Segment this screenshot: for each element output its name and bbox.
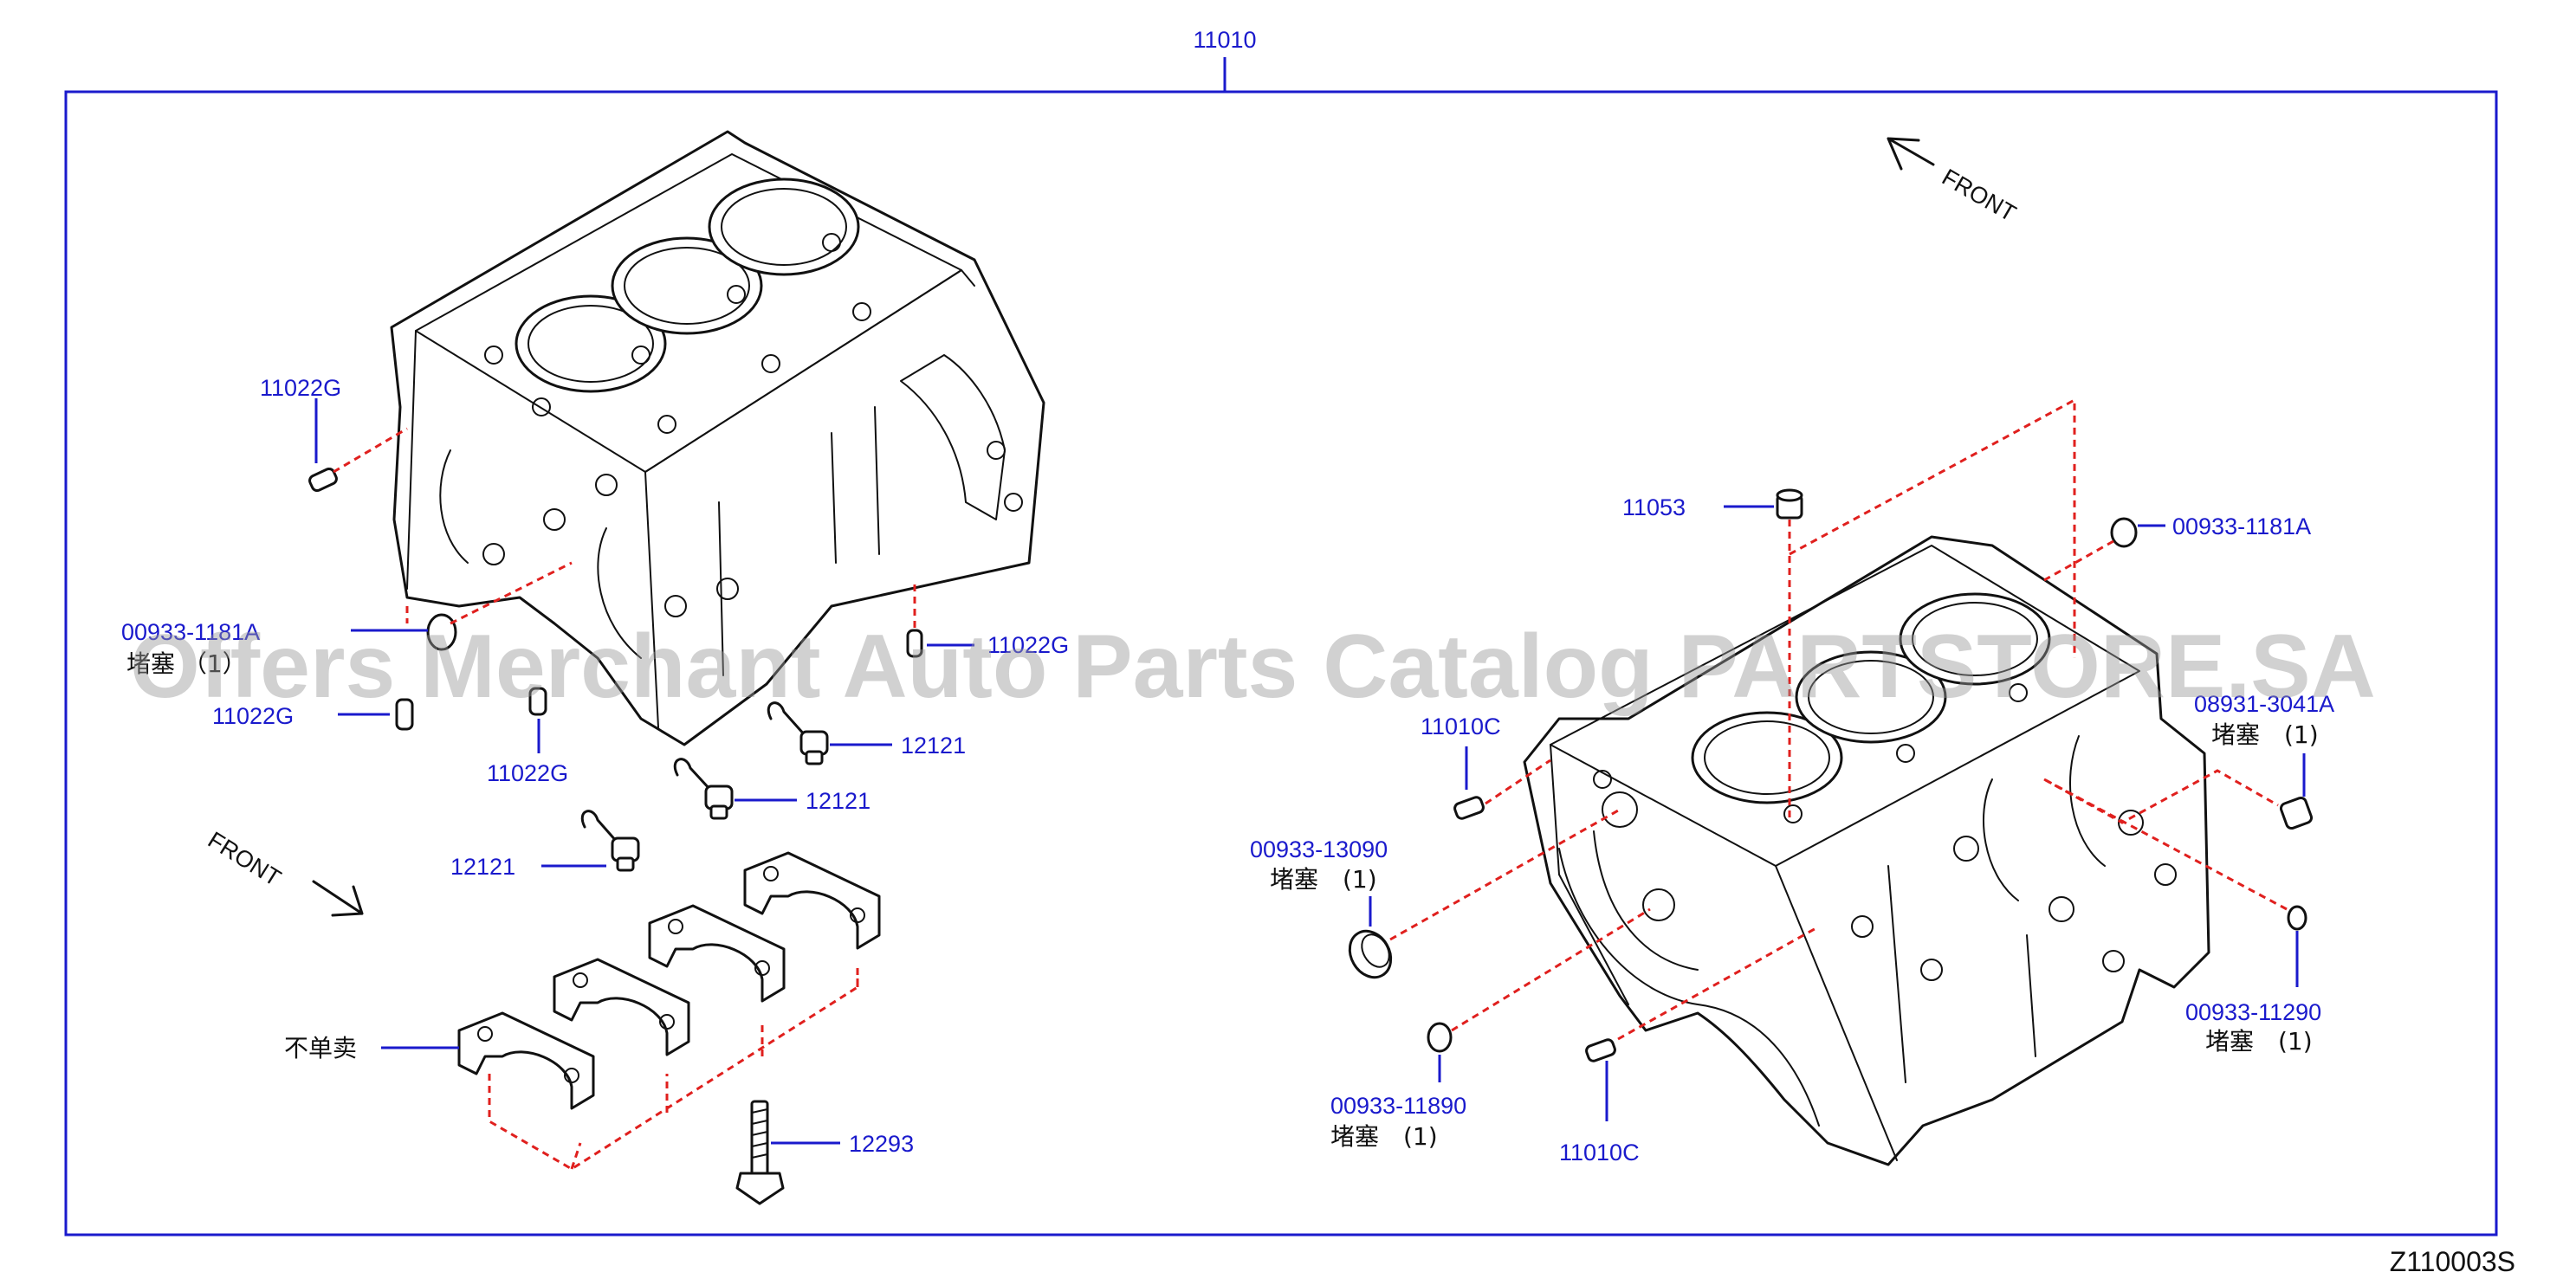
callout-11022g-d[interactable]: 11022G	[987, 632, 1069, 658]
plug-00933-1181a-left[interactable]	[426, 613, 457, 651]
leader-dash-caps	[488, 963, 859, 1171]
dowel-11010c-b[interactable]	[1585, 1038, 1616, 1062]
callout-00933-11890[interactable]: 00933-11890	[1330, 1093, 1466, 1119]
part-11053[interactable]	[1776, 488, 1803, 520]
dowel-pin-11022g-c[interactable]	[528, 687, 547, 716]
plug-00933-11290[interactable]	[2287, 905, 2307, 931]
watermark: Offers Merchant Auto Parts Catalog PARTS…	[130, 617, 2376, 717]
plug-00933-13090[interactable]	[1342, 924, 1399, 985]
front-arrow-left: FRONT	[204, 827, 364, 917]
plug-08931-3041a[interactable]	[2279, 796, 2314, 830]
callout-00933-11290[interactable]: 00933-11290	[2185, 999, 2321, 1025]
main-bearing-caps[interactable]	[457, 851, 881, 1110]
svg-text:FRONT: FRONT	[1938, 164, 2021, 226]
callout-11053[interactable]: 11053	[1622, 494, 1686, 520]
note-plug-left: 堵塞 （1）	[126, 649, 247, 678]
leader-dash-plug-right	[1789, 397, 2114, 658]
note-00933-11890: 堵塞 (1)	[1330, 1122, 1438, 1151]
leader-dash-11022g-a	[333, 427, 408, 474]
engine-block-left	[390, 130, 1045, 746]
callout-11010c-b[interactable]: 11010C	[1559, 1140, 1640, 1166]
dowel-pin-11022g-a[interactable]	[308, 467, 339, 493]
callout-00933-13090[interactable]: 00933-13090	[1250, 836, 1388, 862]
leader-dash-00933-13090	[1389, 808, 1621, 941]
callout-11022g-a[interactable]: 11022G	[260, 375, 341, 401]
note-not-sold-separately: 不单卖	[284, 1034, 357, 1062]
svg-text:FRONT: FRONT	[204, 827, 286, 892]
oil-jet-12121-c[interactable]	[580, 810, 640, 872]
leader-dash-08931	[2043, 769, 2279, 824]
dowel-pin-11022g-b[interactable]	[395, 698, 414, 731]
dowel-pin-11022g-d[interactable]	[906, 629, 923, 658]
note-08931-3041a: 堵塞 (1)	[2211, 720, 2319, 749]
front-arrow-right: FRONT	[1887, 137, 2021, 227]
note-00933-13090: 堵塞 (1)	[1270, 865, 1377, 894]
assembly-frame	[64, 90, 2498, 1237]
oil-jet-12121-a[interactable]	[767, 701, 829, 765]
engine-block-right	[1523, 535, 2210, 1166]
leader-dash-00933-11890	[1451, 907, 1651, 1032]
plug-00933-1181a-right[interactable]	[2110, 517, 2138, 548]
callout-12121-b[interactable]: 12121	[806, 788, 871, 814]
leader-dash-11010c-b	[1617, 925, 1820, 1041]
plug-00933-11890[interactable]	[1427, 1022, 1453, 1053]
callout-11022g-b[interactable]: 11022G	[212, 703, 294, 729]
leader-dash-11010c-a	[1485, 759, 1551, 805]
oil-jet-12121-b[interactable]	[673, 758, 734, 820]
callout-11022g-c[interactable]: 11022G	[487, 760, 568, 786]
callout-08931-3041a[interactable]: 08931-3041A	[2194, 691, 2334, 717]
callout-12293[interactable]: 12293	[849, 1131, 914, 1157]
callout-00933-1181a-left[interactable]: 00933-1181A	[121, 619, 260, 645]
note-00933-11290: 堵塞 (1)	[2205, 1027, 2313, 1056]
dowel-11010c-a[interactable]	[1453, 796, 1485, 820]
callout-00933-1181a-right[interactable]: 00933-1181A	[2172, 513, 2311, 539]
diagram-code: Z110003S	[2390, 1246, 2515, 1277]
callout-11010c-a[interactable]: 11010C	[1421, 714, 1501, 739]
assembly-label[interactable]: 11010	[1193, 27, 1256, 53]
leader-dash-plug-left	[450, 561, 573, 625]
callout-12121-c[interactable]: 12121	[450, 854, 515, 880]
leader-dash-00933-11290	[2043, 778, 2288, 911]
cap-bolt-12293[interactable]	[735, 1100, 785, 1205]
callout-12121-a[interactable]: 12121	[901, 733, 966, 759]
